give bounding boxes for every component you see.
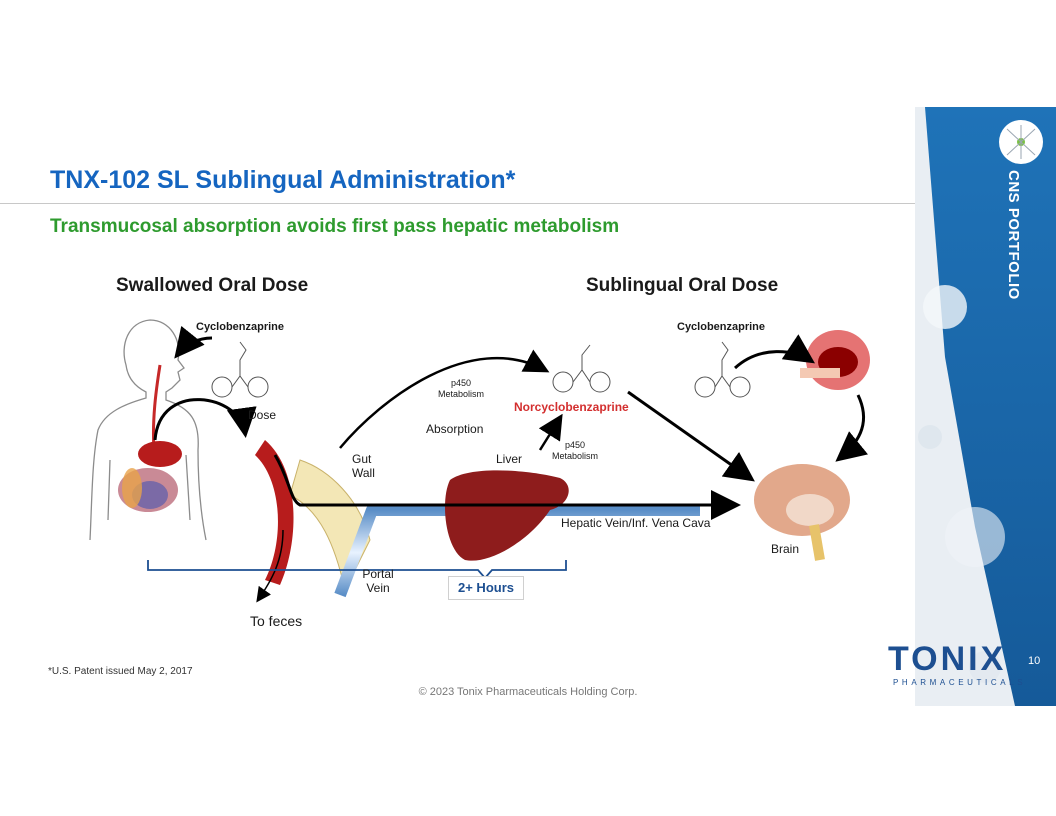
- intestine-tube: [255, 440, 294, 585]
- portal-vein-label: Portal Vein: [362, 567, 394, 595]
- brand-tagline: PHARMACEUTICALS: [893, 678, 1027, 687]
- molecule-left: [211, 341, 269, 398]
- feces-label: To feces: [250, 613, 303, 629]
- metabolite-label: Norcyclobenzaprine: [514, 400, 629, 414]
- p450-lower-label: p450 Metabolism: [551, 440, 598, 461]
- page-subtitle: Transmucosal absorption avoids first pas…: [50, 216, 620, 237]
- page-number: 10: [1028, 655, 1041, 667]
- p450-upper-label: p450 Metabolism: [437, 378, 484, 399]
- sublingual-heading: Sublingual Oral Dose: [586, 275, 779, 296]
- side-decor-band: [915, 107, 1056, 706]
- hepatic-vein-label: Hepatic Vein/Inf. Vena Cava: [561, 516, 711, 530]
- molecule-metabolite: [552, 344, 611, 393]
- copyright: © 2023 Tonix Pharmaceuticals Holding Cor…: [418, 686, 638, 698]
- dose-label: Dose: [248, 408, 277, 422]
- brand-logo-text: TONIX: [888, 640, 1007, 678]
- page-title: TNX-102 SL Sublingual Administration*: [50, 166, 516, 194]
- footnote: *U.S. Patent issued May 2, 2017: [48, 666, 193, 677]
- duration-badge: 2+ Hours: [448, 576, 524, 600]
- title-divider: [0, 203, 915, 204]
- drug-label-left: Cyclobenzaprine: [196, 321, 285, 333]
- absorption-label: Absorption: [426, 422, 484, 436]
- side-label: CNS PORTFOLIO: [1005, 170, 1022, 300]
- stomach-shape: [138, 441, 182, 467]
- brain-label: Brain: [771, 542, 800, 556]
- liver-shape: [445, 470, 569, 561]
- intestine-shape: [118, 468, 178, 512]
- absorption-diagram: [89, 319, 870, 603]
- liver-label: Liver: [496, 452, 523, 466]
- swallowed-heading: Swallowed Oral Dose: [116, 275, 309, 296]
- drug-label-right: Cyclobenzaprine: [677, 321, 766, 333]
- portal-vein: [334, 504, 700, 598]
- gut-wall-label: Gut Wall: [352, 452, 375, 480]
- molecule-right: [694, 341, 751, 398]
